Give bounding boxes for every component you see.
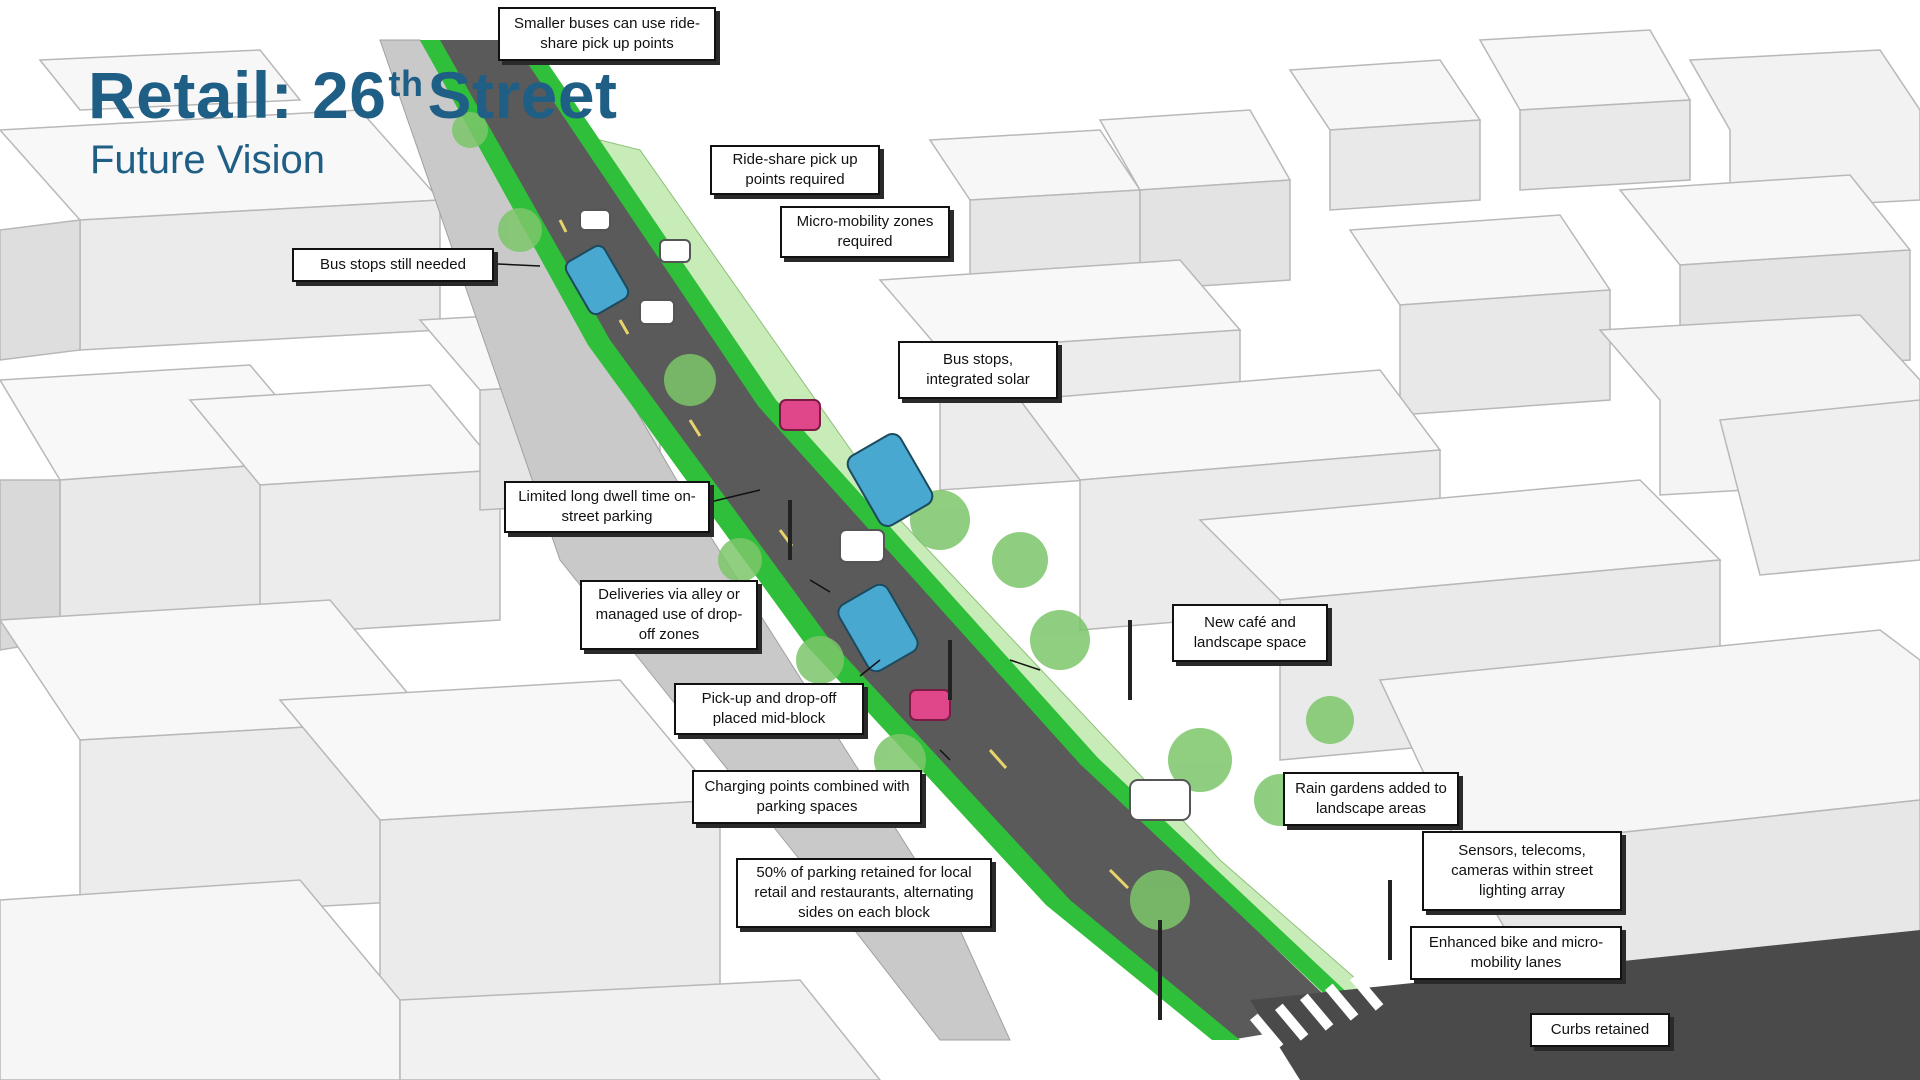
callout-pickup-dropoff: Pick-up and drop-off placed mid-block: [674, 683, 864, 735]
title-superscript: th: [388, 63, 424, 104]
callout-rain-gardens: Rain gardens added to landscape areas: [1283, 772, 1459, 826]
callout-parking-retained: 50% of parking retained for local retail…: [736, 858, 992, 928]
callout-new-cafe: New café and landscape space: [1172, 604, 1328, 662]
callout-limited-dwell: Limited long dwell time on-street parkin…: [504, 481, 710, 533]
callout-charging-points: Charging points combined with parking sp…: [692, 770, 922, 824]
title-end: Street: [427, 58, 618, 132]
callout-curbs-retained: Curbs retained: [1530, 1013, 1670, 1047]
callout-deliveries: Deliveries via alley or managed use of d…: [580, 580, 758, 650]
buildings-right: [878, 29, 1920, 991]
road: [430, 40, 1350, 1040]
street-lights: [788, 500, 1392, 1020]
page-subtitle: Future Vision: [90, 138, 325, 182]
vehicles: [564, 209, 1191, 821]
title-main: Retail: 26: [88, 58, 387, 132]
callout-micro-mobility-zones: Micro-mobility zones required: [780, 206, 950, 258]
page-title: Retail: 26thStreet: [88, 62, 618, 128]
callout-smaller-buses: Smaller buses can use ride-share pick up…: [498, 7, 716, 61]
crosswalk: [1250, 973, 1384, 1051]
callout-ride-share: Ride-share pick up points required: [710, 145, 880, 195]
callout-sensors: Sensors, telecoms, cameras within street…: [1422, 831, 1622, 911]
callout-enhanced-bike: Enhanced bike and micro-mobility lanes: [1410, 926, 1622, 980]
bike-lane-right: [512, 40, 1372, 1020]
callout-bus-stops-needed: Bus stops still needed: [292, 248, 494, 282]
cross-street: [1250, 930, 1920, 1080]
callout-bus-stops-solar: Bus stops, integrated solar: [898, 341, 1058, 399]
